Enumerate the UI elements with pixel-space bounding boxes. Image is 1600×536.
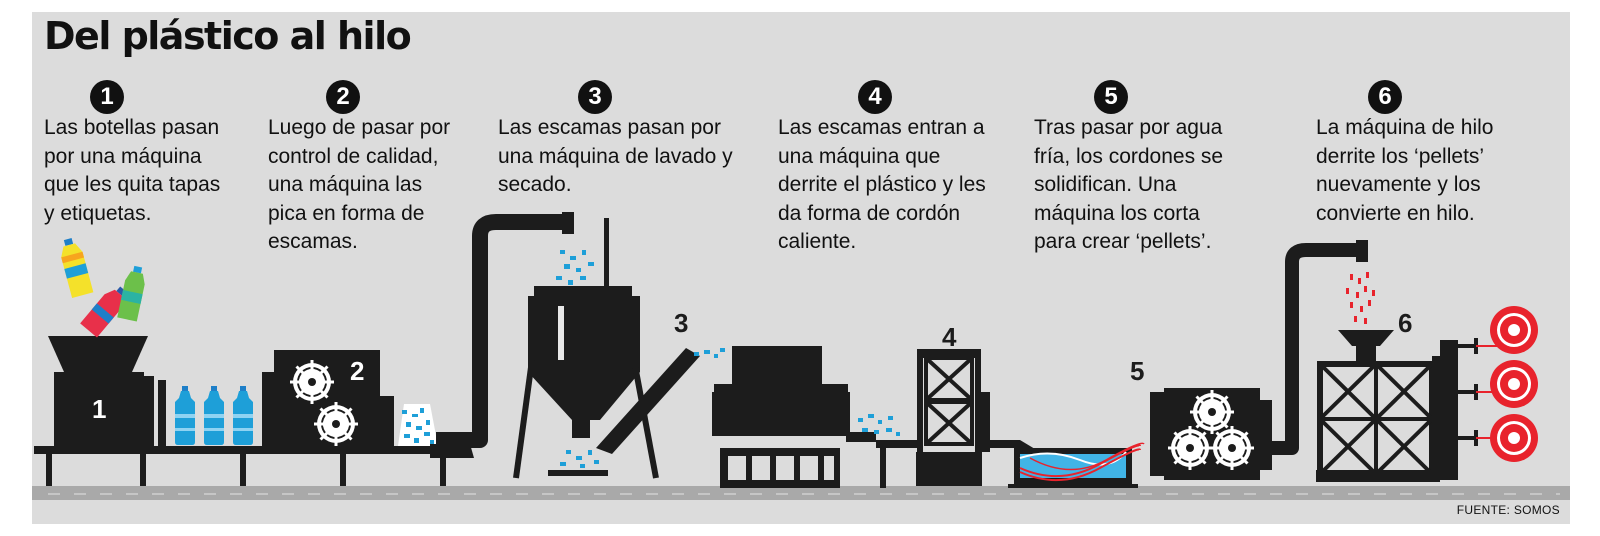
pipe-5-to-6 bbox=[1268, 243, 1360, 455]
machine-label-4: 4 bbox=[942, 322, 957, 352]
thread-spool-icon bbox=[1490, 360, 1538, 408]
machine-label-3: 3 bbox=[674, 308, 688, 338]
falling-pellets bbox=[1346, 272, 1375, 324]
bottles-on-conveyor bbox=[175, 386, 253, 445]
machine-1-decapper bbox=[48, 336, 166, 448]
machine-6-spinner bbox=[1316, 330, 1500, 482]
thread-spool-icon bbox=[1490, 414, 1538, 462]
thread-spools bbox=[1490, 306, 1538, 462]
step-5-number-badge: 5 bbox=[1094, 80, 1128, 114]
machine-2-shredder bbox=[262, 350, 394, 448]
machine-label-1: 1 bbox=[92, 394, 106, 424]
source-credit: FUENTE: SOMOS bbox=[1456, 503, 1560, 517]
step-2-description: Luego de pasar por control de calidad, u… bbox=[268, 116, 451, 253]
flakes-pile-2 bbox=[398, 404, 438, 446]
step-3-description: Las escamas pasan por una máquina de lav… bbox=[498, 116, 733, 196]
pipe-2-to-3 bbox=[430, 214, 566, 458]
step-2-number-badge: 2 bbox=[326, 80, 360, 114]
machine-5-water-bath bbox=[1008, 442, 1145, 488]
step-5-description: Tras pasar por agua fría, los cordones s… bbox=[1034, 116, 1224, 253]
step-1-description: Las botellas pasan por una máquina que l… bbox=[44, 116, 221, 225]
falling-bottles bbox=[61, 238, 145, 338]
machine-4-melter bbox=[916, 349, 1040, 486]
machine-5-pelletizer bbox=[1150, 388, 1272, 480]
machine-3-washer-dryer bbox=[513, 218, 725, 479]
conveyor-belt bbox=[34, 446, 454, 486]
step-6-description: La máquina de hilo derrite los ‘pellets’… bbox=[1316, 116, 1494, 225]
machine-3-extruder bbox=[712, 346, 918, 488]
page-title: Del plástico al hilo bbox=[44, 14, 412, 58]
machine-label-6: 6 bbox=[1398, 308, 1412, 338]
step-6-number-badge: 6 bbox=[1368, 80, 1402, 114]
step-3-number-badge: 3 bbox=[578, 80, 612, 114]
floor bbox=[32, 486, 1570, 500]
machine-label-2: 2 bbox=[350, 356, 364, 386]
step-4-description: Las escamas entran a una máquina que der… bbox=[778, 116, 986, 253]
step-4-number-badge: 4 bbox=[858, 80, 892, 114]
machine-label-5: 5 bbox=[1130, 356, 1144, 386]
thread-spool-icon bbox=[1490, 306, 1538, 354]
step-1-number-badge: 1 bbox=[90, 80, 124, 114]
